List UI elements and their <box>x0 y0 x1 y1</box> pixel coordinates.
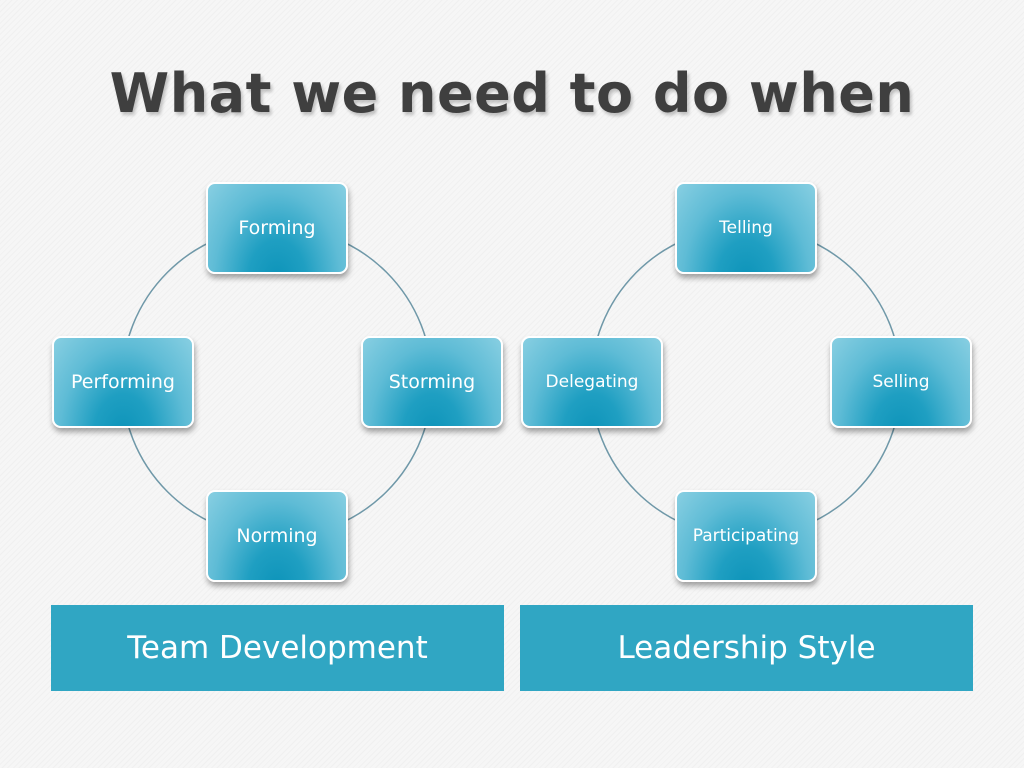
style-selling: Selling <box>830 336 972 428</box>
leadership-style-label: Leadership Style <box>617 630 876 666</box>
stage-forming-label: Forming <box>238 217 316 239</box>
style-telling: Telling <box>675 182 817 274</box>
style-telling-label: Telling <box>719 218 773 238</box>
stage-forming: Forming <box>206 182 348 274</box>
style-selling-label: Selling <box>872 372 930 392</box>
team-development-label: Team Development <box>127 630 428 666</box>
leadership-style-panel: Leadership Style <box>520 605 973 691</box>
stage-storming: Storming <box>361 336 503 428</box>
stage-norming: Norming <box>206 490 348 582</box>
slide-title: What we need to do when <box>109 62 915 125</box>
stage-norming-label: Norming <box>236 525 318 547</box>
style-participating-label: Participating <box>692 526 800 546</box>
style-delegating: Delegating <box>521 336 663 428</box>
style-delegating-label: Delegating <box>545 372 639 392</box>
team-development-panel: Team Development <box>51 605 504 691</box>
stage-performing: Performing <box>52 336 194 428</box>
style-participating: Participating <box>675 490 817 582</box>
stage-performing-label: Performing <box>71 371 175 393</box>
stage-storming-label: Storming <box>388 371 476 393</box>
